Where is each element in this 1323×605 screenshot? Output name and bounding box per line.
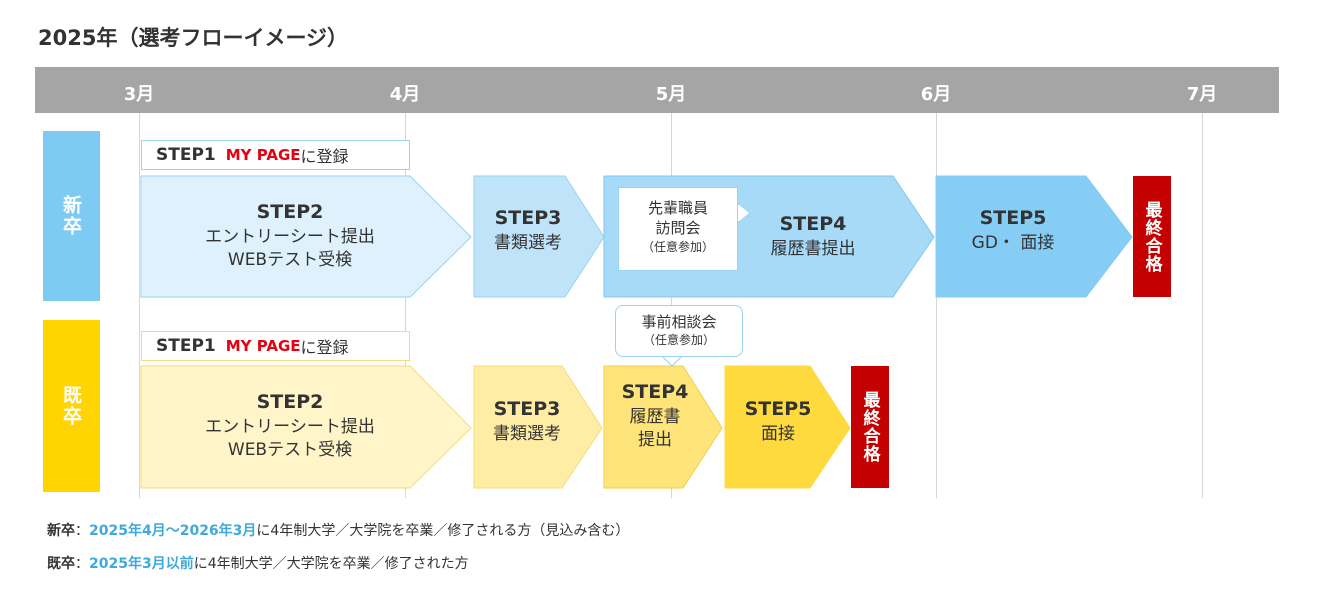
register-label: に登録 <box>300 338 349 357</box>
footnote-separator: ： <box>75 523 89 539</box>
mentor-visit-bubble: 先輩職員 訪問会 （任意参加） <box>618 187 738 271</box>
register-label: に登録 <box>300 147 349 166</box>
bubble-tail-mid <box>660 355 684 367</box>
consultation-bubble: 事前相談会 （任意参加） <box>615 305 743 357</box>
month-gridline <box>936 113 937 498</box>
month-label-may: 5月 <box>655 84 687 105</box>
footnote-new-grad: 新卒：2025年4月〜2026年3月に4年制大学／大学院を卒業／修了される方（見… <box>47 520 629 540</box>
step4-line1: 履歴書 <box>629 406 681 427</box>
step4-label: STEP4 <box>779 213 847 235</box>
month-gridline <box>405 113 406 498</box>
step2-arrow-mid <box>140 365 472 489</box>
mypage-label: MY PAGE <box>225 337 301 355</box>
month-gridline <box>139 113 140 498</box>
step5-text-mid: STEP5 面接 <box>745 397 812 446</box>
month-label-apr: 4月 <box>389 84 421 105</box>
mypage-label: MY PAGE <box>225 146 301 164</box>
page-title: 2025年（選考フローイメージ） <box>38 26 349 50</box>
month-label-mar: 3月 <box>123 84 155 105</box>
step1-box-new: STEP1 MY PAGE に登録 <box>141 140 410 170</box>
step3-text-mid: STEP3 書類選考 <box>493 397 561 446</box>
step2-label: STEP2 <box>256 201 324 223</box>
step2-line2: WEBテスト受検 <box>227 249 353 270</box>
step2-text-new: STEP2 エントリーシート提出 WEBテスト受検 <box>205 200 375 272</box>
step4-arrow-mid <box>603 365 723 489</box>
step3-label: STEP3 <box>493 398 561 420</box>
step5-arrow-mid <box>724 365 851 489</box>
step3-desc: 書類選考 <box>493 423 561 444</box>
row-label-experienced: 既卒 <box>43 320 100 492</box>
footnote-separator: ： <box>75 556 89 572</box>
footnote-experienced: 既卒：2025年3月以前に4年制大学／大学院を卒業／修了された方 <box>47 553 469 573</box>
bubble-line1: 事前相談会 <box>641 313 717 331</box>
row-label-new-grad: 新卒 <box>43 131 100 301</box>
step2-text-mid: STEP2 エントリーシート提出 WEBテスト受検 <box>205 390 375 462</box>
bubble-sub: （任意参加） <box>641 239 714 254</box>
step4-label: STEP4 <box>621 381 689 403</box>
step5-label: STEP5 <box>744 398 812 420</box>
step3-desc: 書類選考 <box>494 232 562 253</box>
month-gridline <box>1202 113 1203 498</box>
step4-line2: 提出 <box>638 429 672 450</box>
footnote-text: に4年制大学／大学院を卒業／修了された方 <box>193 556 469 572</box>
footnote-text: に4年制大学／大学院を卒業／修了される方（見込み含む） <box>256 523 630 539</box>
step2-label: STEP2 <box>256 391 324 413</box>
step3-label: STEP3 <box>494 207 562 229</box>
step3-arrow-mid <box>473 365 603 489</box>
bubble-line2: 訪問会 <box>655 219 701 238</box>
footnote-period: 2025年4月〜2026年3月 <box>89 523 257 539</box>
step2-line2: WEBテスト受検 <box>227 439 353 460</box>
step1-label: STEP1 <box>156 145 216 165</box>
bubble-sub: （任意参加） <box>642 333 715 348</box>
step1-box-mid: STEP1 MY PAGE に登録 <box>141 331 410 361</box>
month-label-jul: 7月 <box>1186 84 1218 105</box>
final-pass-mid: 最終合格 <box>851 366 889 488</box>
footnote-period: 2025年3月以前 <box>89 556 194 572</box>
step3-text-new: STEP3 書類選考 <box>494 206 562 255</box>
step2-arrow-new <box>140 175 472 298</box>
step5-desc: GD・ 面接 <box>971 232 1055 253</box>
step5-desc: 面接 <box>761 423 795 444</box>
step2-line1: エントリーシート提出 <box>205 226 375 247</box>
step1-label: STEP1 <box>156 336 216 356</box>
step2-line1: エントリーシート提出 <box>205 416 375 437</box>
footnote-label: 新卒 <box>47 523 75 539</box>
month-header-bar <box>35 67 1279 113</box>
step5-arrow-new <box>935 175 1133 298</box>
final-pass-new: 最終合格 <box>1133 176 1171 297</box>
month-label-jun: 6月 <box>920 84 952 105</box>
step4-desc: 履歴書提出 <box>770 238 856 259</box>
step4-text-mid: STEP4 履歴書 提出 <box>622 380 689 452</box>
bubble-line1: 先輩職員 <box>647 199 708 217</box>
footnote-label: 既卒 <box>47 556 75 572</box>
step5-label: STEP5 <box>979 207 1047 229</box>
step5-text-new: STEP5 GD・ 面接 <box>972 206 1055 255</box>
step3-arrow-new <box>473 175 605 298</box>
step4-text-new: STEP4 履歴書提出 <box>771 212 856 261</box>
